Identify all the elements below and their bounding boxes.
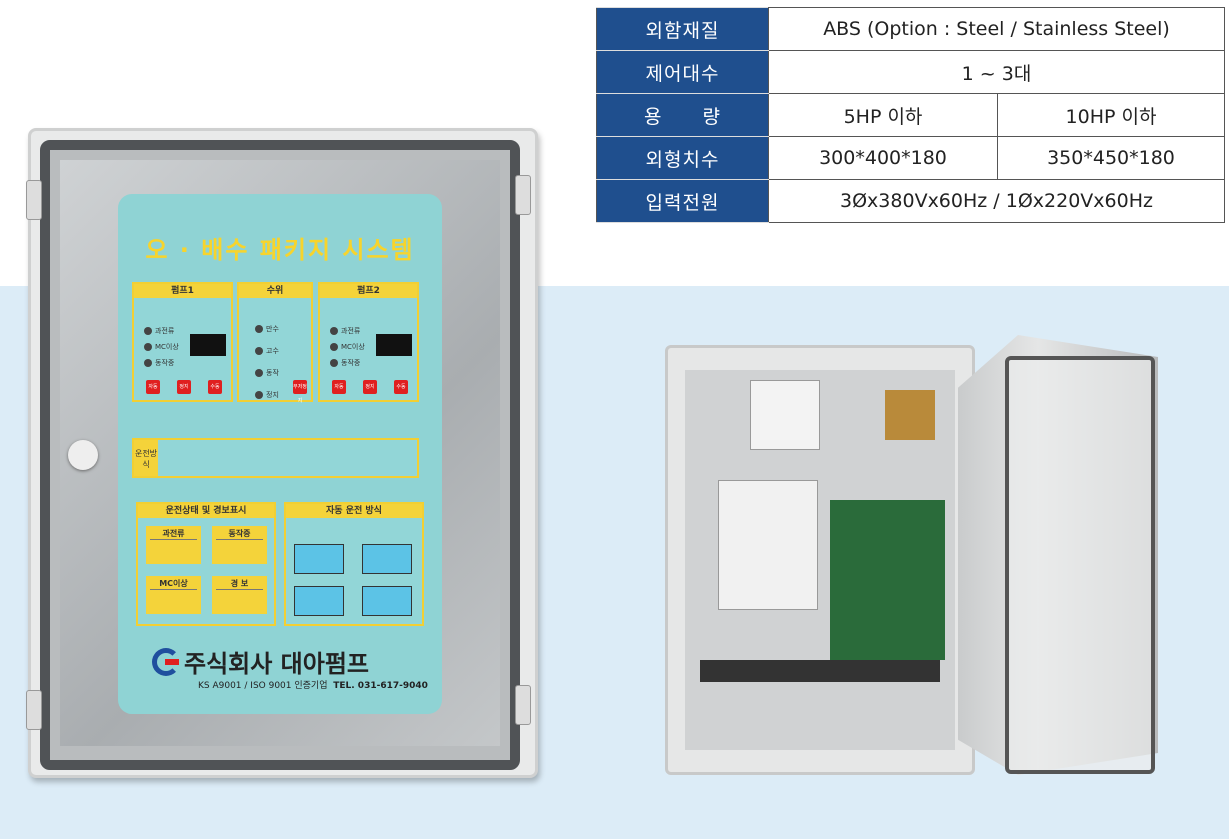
led-icon	[255, 325, 263, 333]
level-label: 정지	[266, 391, 279, 399]
indicator-label: 과전류	[341, 327, 361, 335]
auto-button[interactable]: 자동	[146, 380, 160, 394]
operation-section: 운전방식	[132, 438, 419, 478]
indicator-label: 과전류	[155, 327, 175, 335]
pump2-section: 펌프2 과전류 MC이상 동작중 자동 정지 수동	[318, 282, 419, 402]
pump2-header: 펌프2	[320, 284, 417, 298]
auto-button[interactable]: 자동	[332, 380, 346, 394]
transformer	[885, 390, 935, 440]
status-box: 경 보	[216, 578, 263, 590]
pump1-header: 펌프1	[134, 284, 231, 298]
row-label: 외함재질	[596, 7, 769, 51]
manual-button[interactable]: 수동	[394, 380, 408, 394]
display	[190, 334, 226, 356]
display	[376, 334, 412, 356]
stop-button[interactable]: 정지	[363, 380, 377, 394]
status-box: 과전류	[150, 528, 197, 540]
cell: 10HP 이하	[997, 93, 1225, 137]
led-icon	[144, 359, 152, 367]
level-label: 동작	[266, 369, 279, 377]
row-label: 입력전원	[596, 179, 769, 223]
indicator-label: MC이상	[341, 343, 365, 351]
latch-knob	[68, 440, 98, 470]
hinge	[26, 180, 42, 220]
row-label: 제어대수	[596, 50, 769, 94]
diagram	[294, 544, 344, 574]
row-label: 외형치수	[596, 136, 769, 180]
cell: 300*400*180	[768, 136, 998, 180]
cert-line: KS A9001 / ISO 9001 인증기업 TEL. 031-617-90…	[198, 678, 428, 691]
diagram	[362, 544, 412, 574]
diagram	[294, 586, 344, 616]
auto-operation-section: 자동 운전 방식	[284, 502, 424, 626]
status-section: 운전상태 및 경보표시 과전류 동작중 MC이상 경 보	[136, 502, 276, 626]
door-inner-frame	[1005, 356, 1155, 774]
hinge	[26, 690, 42, 730]
indicator-label: MC이상	[155, 343, 179, 351]
cell: 1 ~ 3대	[768, 50, 1225, 94]
row-label: 용 량	[596, 93, 769, 137]
buzzer-stop-button[interactable]: 부저정지	[293, 380, 307, 404]
level-section: 수위 만수 고수 동작 정지 부저정지	[237, 282, 313, 404]
diagram	[362, 586, 412, 616]
led-icon	[330, 327, 338, 335]
status-header: 운전상태 및 경보표시	[138, 504, 274, 518]
control-panel-label: 오 · 배수 패키지 시스템 펌프1 과전류 MC이상 동작중 자동 정지 수동…	[118, 194, 442, 714]
operation-label: 운전방식	[134, 440, 158, 476]
led-icon	[255, 391, 263, 399]
level-label: 고수	[266, 347, 279, 355]
led-icon	[330, 343, 338, 351]
cell: 3Øx380Vx60Hz / 1Øx220Vx60Hz	[768, 179, 1225, 223]
cell: 350*450*180	[997, 136, 1225, 180]
led-icon	[144, 327, 152, 335]
cell: 5HP 이하	[768, 93, 998, 137]
contactors	[718, 480, 818, 610]
indicator-label: 동작중	[341, 359, 361, 367]
logo-mark-icon	[152, 647, 180, 676]
pump1-section: 펌프1 과전류 MC이상 동작중 자동 정지 수동	[132, 282, 233, 402]
led-icon	[144, 343, 152, 351]
led-icon	[255, 369, 263, 377]
hinge	[515, 175, 531, 215]
cell: ABS (Option : Steel / Stainless Steel)	[768, 7, 1225, 51]
level-label: 만수	[266, 325, 279, 333]
stop-button[interactable]: 정지	[177, 380, 191, 394]
tel-text: TEL. 031-617-9040	[333, 681, 428, 691]
cert-text: KS A9001 / ISO 9001 인증기업	[198, 681, 328, 691]
company-logo: 주식회사 대아펌프	[152, 644, 369, 679]
company-name: 주식회사 대아펌프	[184, 650, 369, 678]
level-header: 수위	[239, 284, 311, 298]
status-box: 동작중	[216, 528, 263, 540]
indicator-label: 동작중	[155, 359, 175, 367]
manual-button[interactable]: 수동	[208, 380, 222, 394]
hinge	[515, 685, 531, 725]
panel-title: 오 · 배수 패키지 시스템	[145, 236, 415, 264]
led-icon	[330, 359, 338, 367]
circuit-board	[830, 500, 945, 660]
status-box: MC이상	[150, 578, 197, 590]
terminal-block	[700, 660, 940, 682]
led-icon	[255, 347, 263, 355]
auto-header: 자동 운전 방식	[286, 504, 422, 518]
breaker	[750, 380, 820, 450]
